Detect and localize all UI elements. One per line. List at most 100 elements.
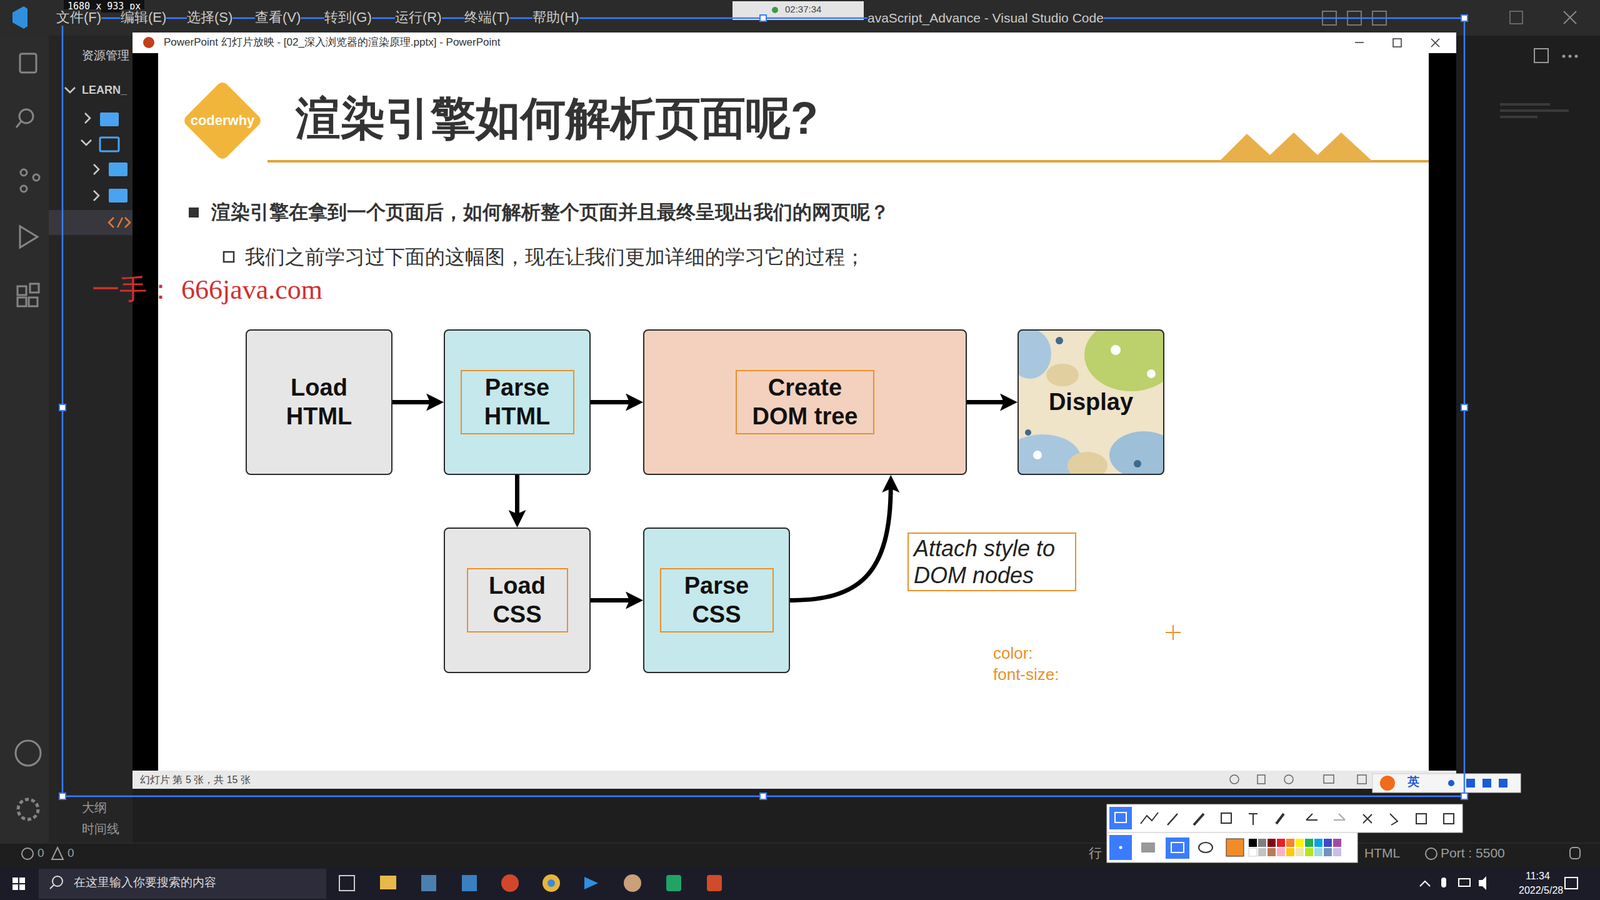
cursor-crosshair (1165, 625, 1181, 640)
settings-icon (18, 799, 39, 820)
edge-label: Attach style to DOM nodes (907, 532, 1077, 592)
git-icon (20, 169, 27, 176)
picture-blob (1109, 431, 1165, 475)
palette-swatch (1258, 838, 1267, 847)
status-icon (1257, 775, 1265, 784)
maximize-button (1393, 38, 1402, 47)
picture-dot (1146, 369, 1156, 379)
status-bar (0, 843, 1600, 865)
palette-swatch (1295, 838, 1304, 847)
files-icon (20, 53, 37, 73)
panel-title: 大纲 (81, 800, 107, 815)
size-dot (1119, 846, 1123, 850)
palette-swatch (1286, 838, 1295, 847)
minimap-line (1500, 109, 1569, 112)
taskbar-app (584, 876, 599, 890)
chevron (93, 190, 99, 201)
watermark: 一手： 666java.com (91, 273, 323, 307)
palette-swatch (1314, 848, 1323, 857)
status-text: 幻灯片 第 5 张，共 15 张 (140, 773, 251, 786)
ime-bar (1372, 773, 1521, 793)
search-box (38, 868, 327, 899)
recording-timer: 02:37:34 (785, 3, 822, 15)
taskbar-app (542, 874, 560, 892)
ime-icon (1482, 778, 1492, 788)
flow-arrow (590, 400, 634, 405)
node-label: Parse CSS (660, 568, 774, 633)
process-box: Parse HTML (443, 329, 591, 475)
tool-icon (1115, 812, 1127, 823)
vscode-logo (12, 6, 28, 29)
menu-item: 选择(S) (186, 9, 233, 26)
palette-swatch (1333, 838, 1342, 847)
palette-swatch (1248, 838, 1257, 847)
taskbar-app (623, 874, 642, 892)
selection-frame (62, 18, 1465, 797)
ppt-status-bar (132, 770, 1457, 789)
picture-dot (1110, 345, 1121, 355)
tool-icon (1333, 813, 1345, 820)
tool-active (1109, 835, 1132, 860)
taskbar-app (421, 875, 437, 892)
selected-row (48, 210, 133, 235)
chevron (81, 140, 92, 145)
tool-icon (1193, 813, 1204, 825)
palette-swatch (1267, 848, 1276, 857)
tool-icon (1221, 813, 1232, 824)
tool-icon (1198, 842, 1213, 853)
display-picture (1017, 329, 1165, 475)
tool-icon (1363, 814, 1372, 824)
tool-icon (1171, 842, 1184, 853)
recording-box (732, 1, 864, 20)
status-count: 0 (37, 846, 45, 861)
extensions-icon (28, 297, 38, 307)
status-count: 0 (67, 846, 75, 861)
logo-text: coderwhy (190, 112, 255, 129)
ppt-icon (143, 36, 155, 49)
taskbar-app (547, 879, 555, 887)
search-icon-handle (16, 121, 22, 128)
status-icon (1230, 775, 1239, 784)
status-text: HTML (1364, 845, 1400, 861)
palette-swatch (1323, 838, 1332, 847)
logo-diamond (181, 80, 264, 162)
folder-icon (100, 137, 119, 152)
notification-icon (1565, 877, 1578, 889)
palette-swatch (1276, 838, 1285, 847)
picture-blob (1017, 329, 1052, 379)
ime-icon (1466, 778, 1475, 788)
bell-icon (1570, 847, 1580, 859)
window-button (1563, 11, 1577, 24)
more-icon (1568, 55, 1572, 59)
recording-dot (771, 6, 779, 14)
selection-handle (59, 404, 66, 411)
panel-title: 时间线 (81, 821, 120, 837)
git-icon (20, 185, 27, 192)
more-icon (1562, 55, 1566, 59)
process-box: Create DOM tree (643, 329, 967, 475)
process-box: Load HTML (245, 329, 393, 475)
current-color (1226, 838, 1244, 857)
tool-icon (1443, 813, 1454, 824)
html-file-icon (108, 217, 130, 228)
tray-icon (1478, 876, 1487, 890)
palette-swatch (1314, 838, 1323, 847)
picture-dot (1033, 450, 1042, 460)
slide-title: 渲染引擎如何解析页面呢? (295, 91, 819, 145)
tool-active (1165, 837, 1190, 859)
minimize-button (1355, 41, 1364, 44)
chevron (85, 113, 90, 124)
chevron (65, 87, 75, 93)
ime-icon (1498, 778, 1508, 788)
picture-dot (1055, 336, 1064, 345)
process-box: Load CSS (443, 527, 591, 674)
debug-icon (20, 226, 38, 248)
palette-swatch (1258, 848, 1267, 857)
selection-handle (1461, 793, 1468, 800)
ppt-title-bar (132, 32, 1457, 54)
display-box: Display (1017, 329, 1165, 475)
ime-icon (1448, 780, 1455, 787)
tray-icon (1458, 878, 1470, 887)
bullet-text: 我们之前学习过下面的这幅图，现在让我们更加详细的学习它的过程； (245, 245, 865, 269)
clock-time: 11:34 (1525, 870, 1550, 882)
